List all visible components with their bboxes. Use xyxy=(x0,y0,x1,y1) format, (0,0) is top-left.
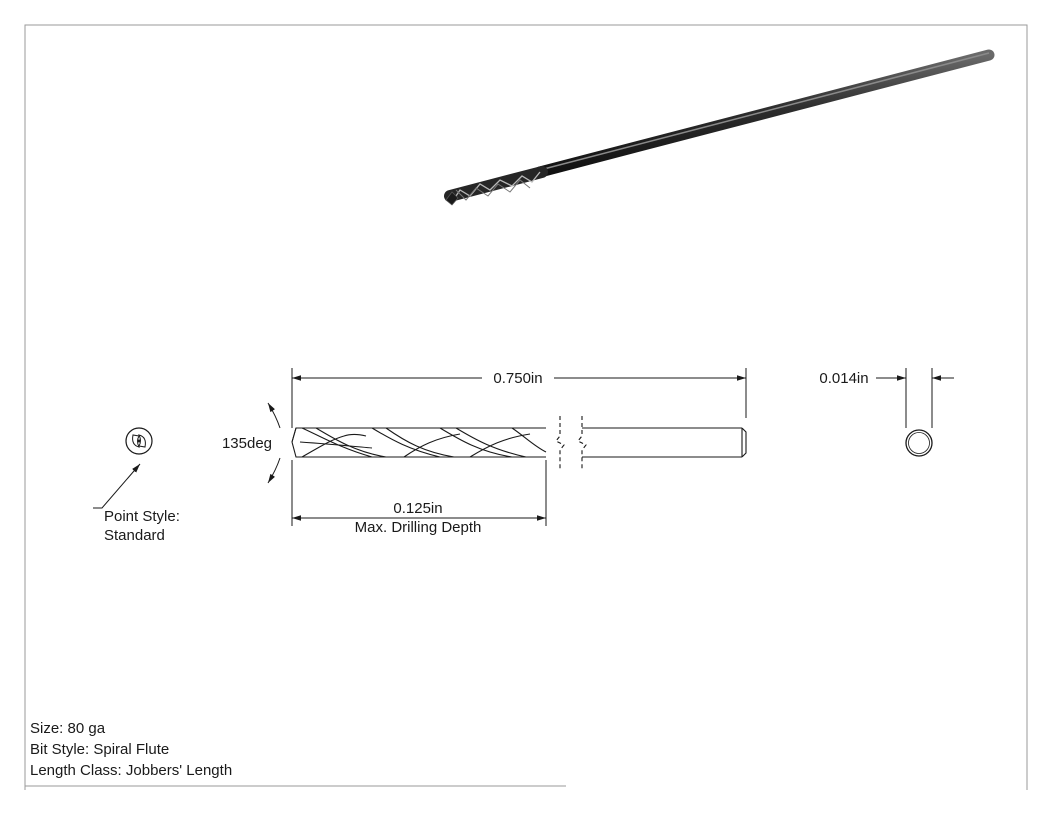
drilling-depth-label: 0.125in xyxy=(393,500,442,517)
overall-length-label: 0.750in xyxy=(493,370,542,387)
isometric-drill-bit xyxy=(444,49,995,206)
point-angle-dimension xyxy=(267,402,297,484)
spec-length-class: Length Class: Jobbers' Length xyxy=(30,762,232,779)
diameter-label: 0.014in xyxy=(819,370,868,387)
point-style-label-line2: Standard xyxy=(104,527,165,544)
drilling-depth-dimension xyxy=(291,460,547,526)
cross-section-view xyxy=(905,429,933,457)
drill-bit-side-view xyxy=(291,416,747,470)
sheet-border xyxy=(24,24,1028,790)
diameter-dimension xyxy=(876,368,954,428)
point-style-leader xyxy=(93,463,141,509)
point-end-view xyxy=(125,427,153,455)
point-angle-label: 135deg xyxy=(222,435,272,452)
spec-size: Size: 80 ga xyxy=(30,720,106,737)
drilling-depth-caption: Max. Drilling Depth xyxy=(355,519,482,536)
spec-bit-style: Bit Style: Spiral Flute xyxy=(30,741,169,758)
overall-length-dimension xyxy=(291,368,747,428)
point-style-label-line1: Point Style: xyxy=(104,508,180,525)
